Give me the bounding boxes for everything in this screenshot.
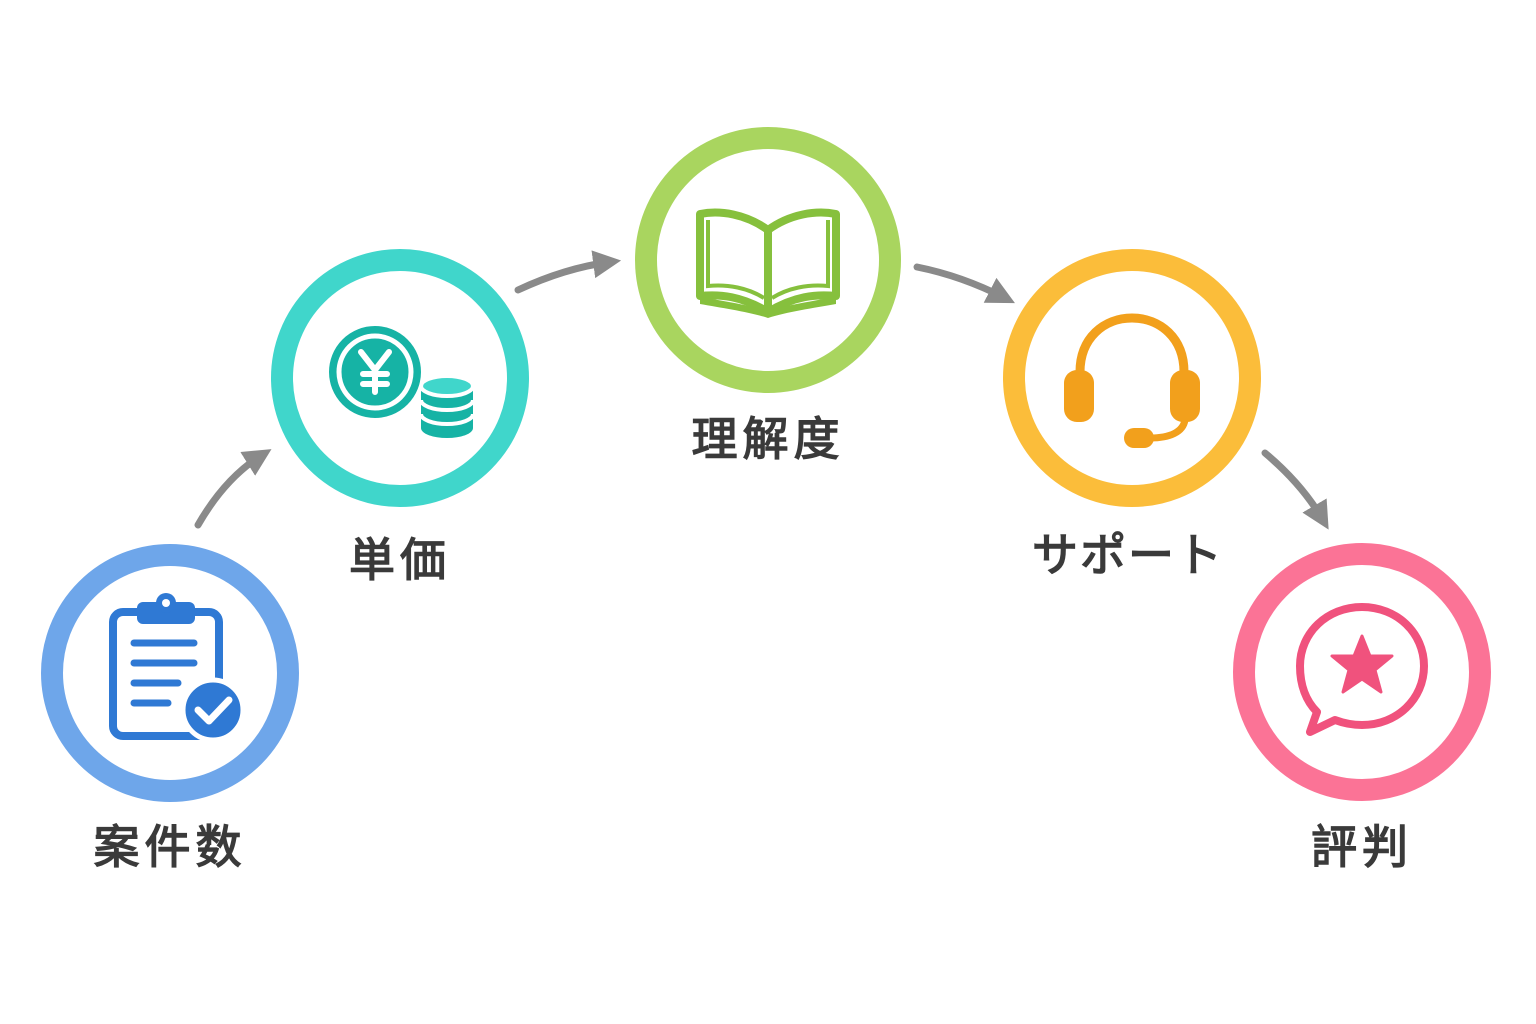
arrow-3-to-4: [913, 263, 1015, 304]
clipboard-check-icon: [109, 593, 246, 743]
step-4-node: [1003, 249, 1261, 507]
arrow-2-to-3: [514, 250, 622, 294]
step-3-label: 理解度: [691, 412, 845, 466]
open-book-icon: [696, 208, 840, 318]
star-speech-bubble-icon: [1296, 603, 1428, 736]
arrow-1-to-2: [194, 449, 272, 529]
step-5-node: [1233, 543, 1491, 801]
step-3-node: [635, 127, 901, 393]
step-1-node: [41, 544, 299, 802]
headset-icon: [1064, 313, 1200, 448]
step-4-label: サポート: [1032, 528, 1224, 582]
step-1-label: 案件数: [93, 820, 247, 874]
step-2-node: [271, 249, 529, 507]
yen-coins-icon: [325, 322, 475, 438]
step-5-label: 評判: [1311, 820, 1413, 874]
connector-arrows: [194, 250, 1329, 530]
step-2-label: 単価: [349, 533, 451, 587]
step-4-ring: [1003, 249, 1261, 507]
arrow-4-to-5: [1261, 449, 1329, 530]
